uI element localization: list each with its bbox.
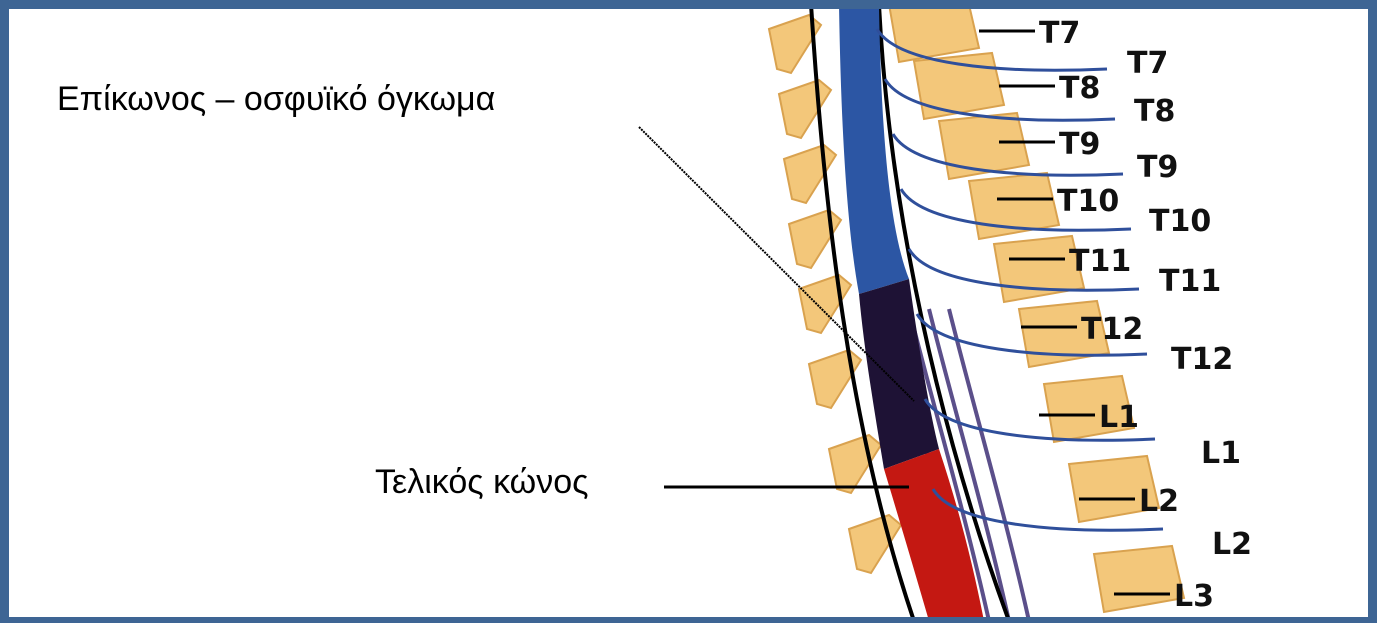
nerve-label: T11 (1159, 264, 1221, 299)
vertebra-label: L3 (1174, 579, 1214, 614)
vertebra-label: T12 (1081, 312, 1143, 347)
nerve-label: T8 (1134, 94, 1175, 129)
vertebra-label: T8 (1059, 71, 1100, 106)
vertebra-label: T10 (1057, 184, 1119, 219)
nerve-label: L1 (1201, 436, 1241, 471)
callout-conus: Τελικός κώνος (375, 463, 589, 502)
nerve-label: T9 (1137, 150, 1178, 185)
nerve-label: T10 (1149, 204, 1211, 239)
vertebra-label: L1 (1099, 400, 1139, 435)
vertebra-label: L2 (1139, 484, 1179, 519)
vertebra-label: T9 (1059, 127, 1100, 162)
spinous-process (779, 80, 831, 138)
vertebral-body (889, 9, 979, 62)
vertebra-label: T11 (1069, 244, 1131, 279)
vertebra-label: T7 (1039, 16, 1080, 51)
nerve-label: T7 (1127, 46, 1168, 81)
nerve-label: T12 (1171, 342, 1233, 377)
spinous-process (849, 515, 901, 573)
vertebral-body (1094, 546, 1184, 612)
callout-epiconus: Επίκωνος – οσφυϊκό όγκωμα (57, 80, 495, 119)
nerve-label: L2 (1212, 527, 1252, 562)
